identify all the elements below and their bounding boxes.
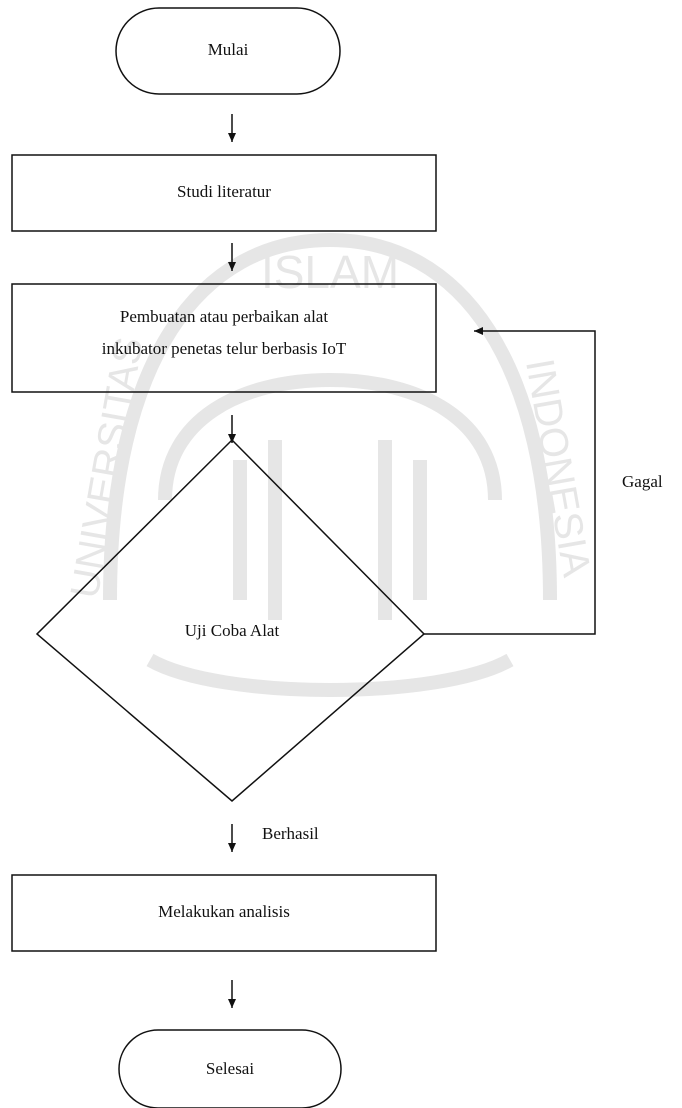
fail-label: Gagal <box>622 472 663 491</box>
start-label: Mulai <box>207 40 249 59</box>
build-label-line2: inkubator penetas telur berbasis IoT <box>101 339 347 358</box>
decision-label: Uji Coba Alat <box>184 621 280 640</box>
end-terminator <box>118 1029 342 1108</box>
process-build <box>11 283 437 393</box>
end-label: Selesai <box>205 1059 255 1078</box>
analysis-label: Melakukan analisis <box>158 902 290 921</box>
watermark-text-left: UNIVERSITAS <box>63 334 152 601</box>
process-literature <box>11 154 437 232</box>
watermark-text-right: INDONESIA <box>517 356 599 581</box>
success-label: Berhasil <box>262 824 319 843</box>
start-terminator <box>115 7 341 95</box>
process-analysis <box>11 874 437 952</box>
arrow-fail-loop <box>424 327 596 635</box>
watermark-text-top: ISLAM <box>261 246 399 298</box>
literature-label: Studi literatur <box>177 182 271 201</box>
decision-test <box>35 438 426 802</box>
build-label-line1: Pembuatan atau perbaikan alat <box>119 307 329 326</box>
